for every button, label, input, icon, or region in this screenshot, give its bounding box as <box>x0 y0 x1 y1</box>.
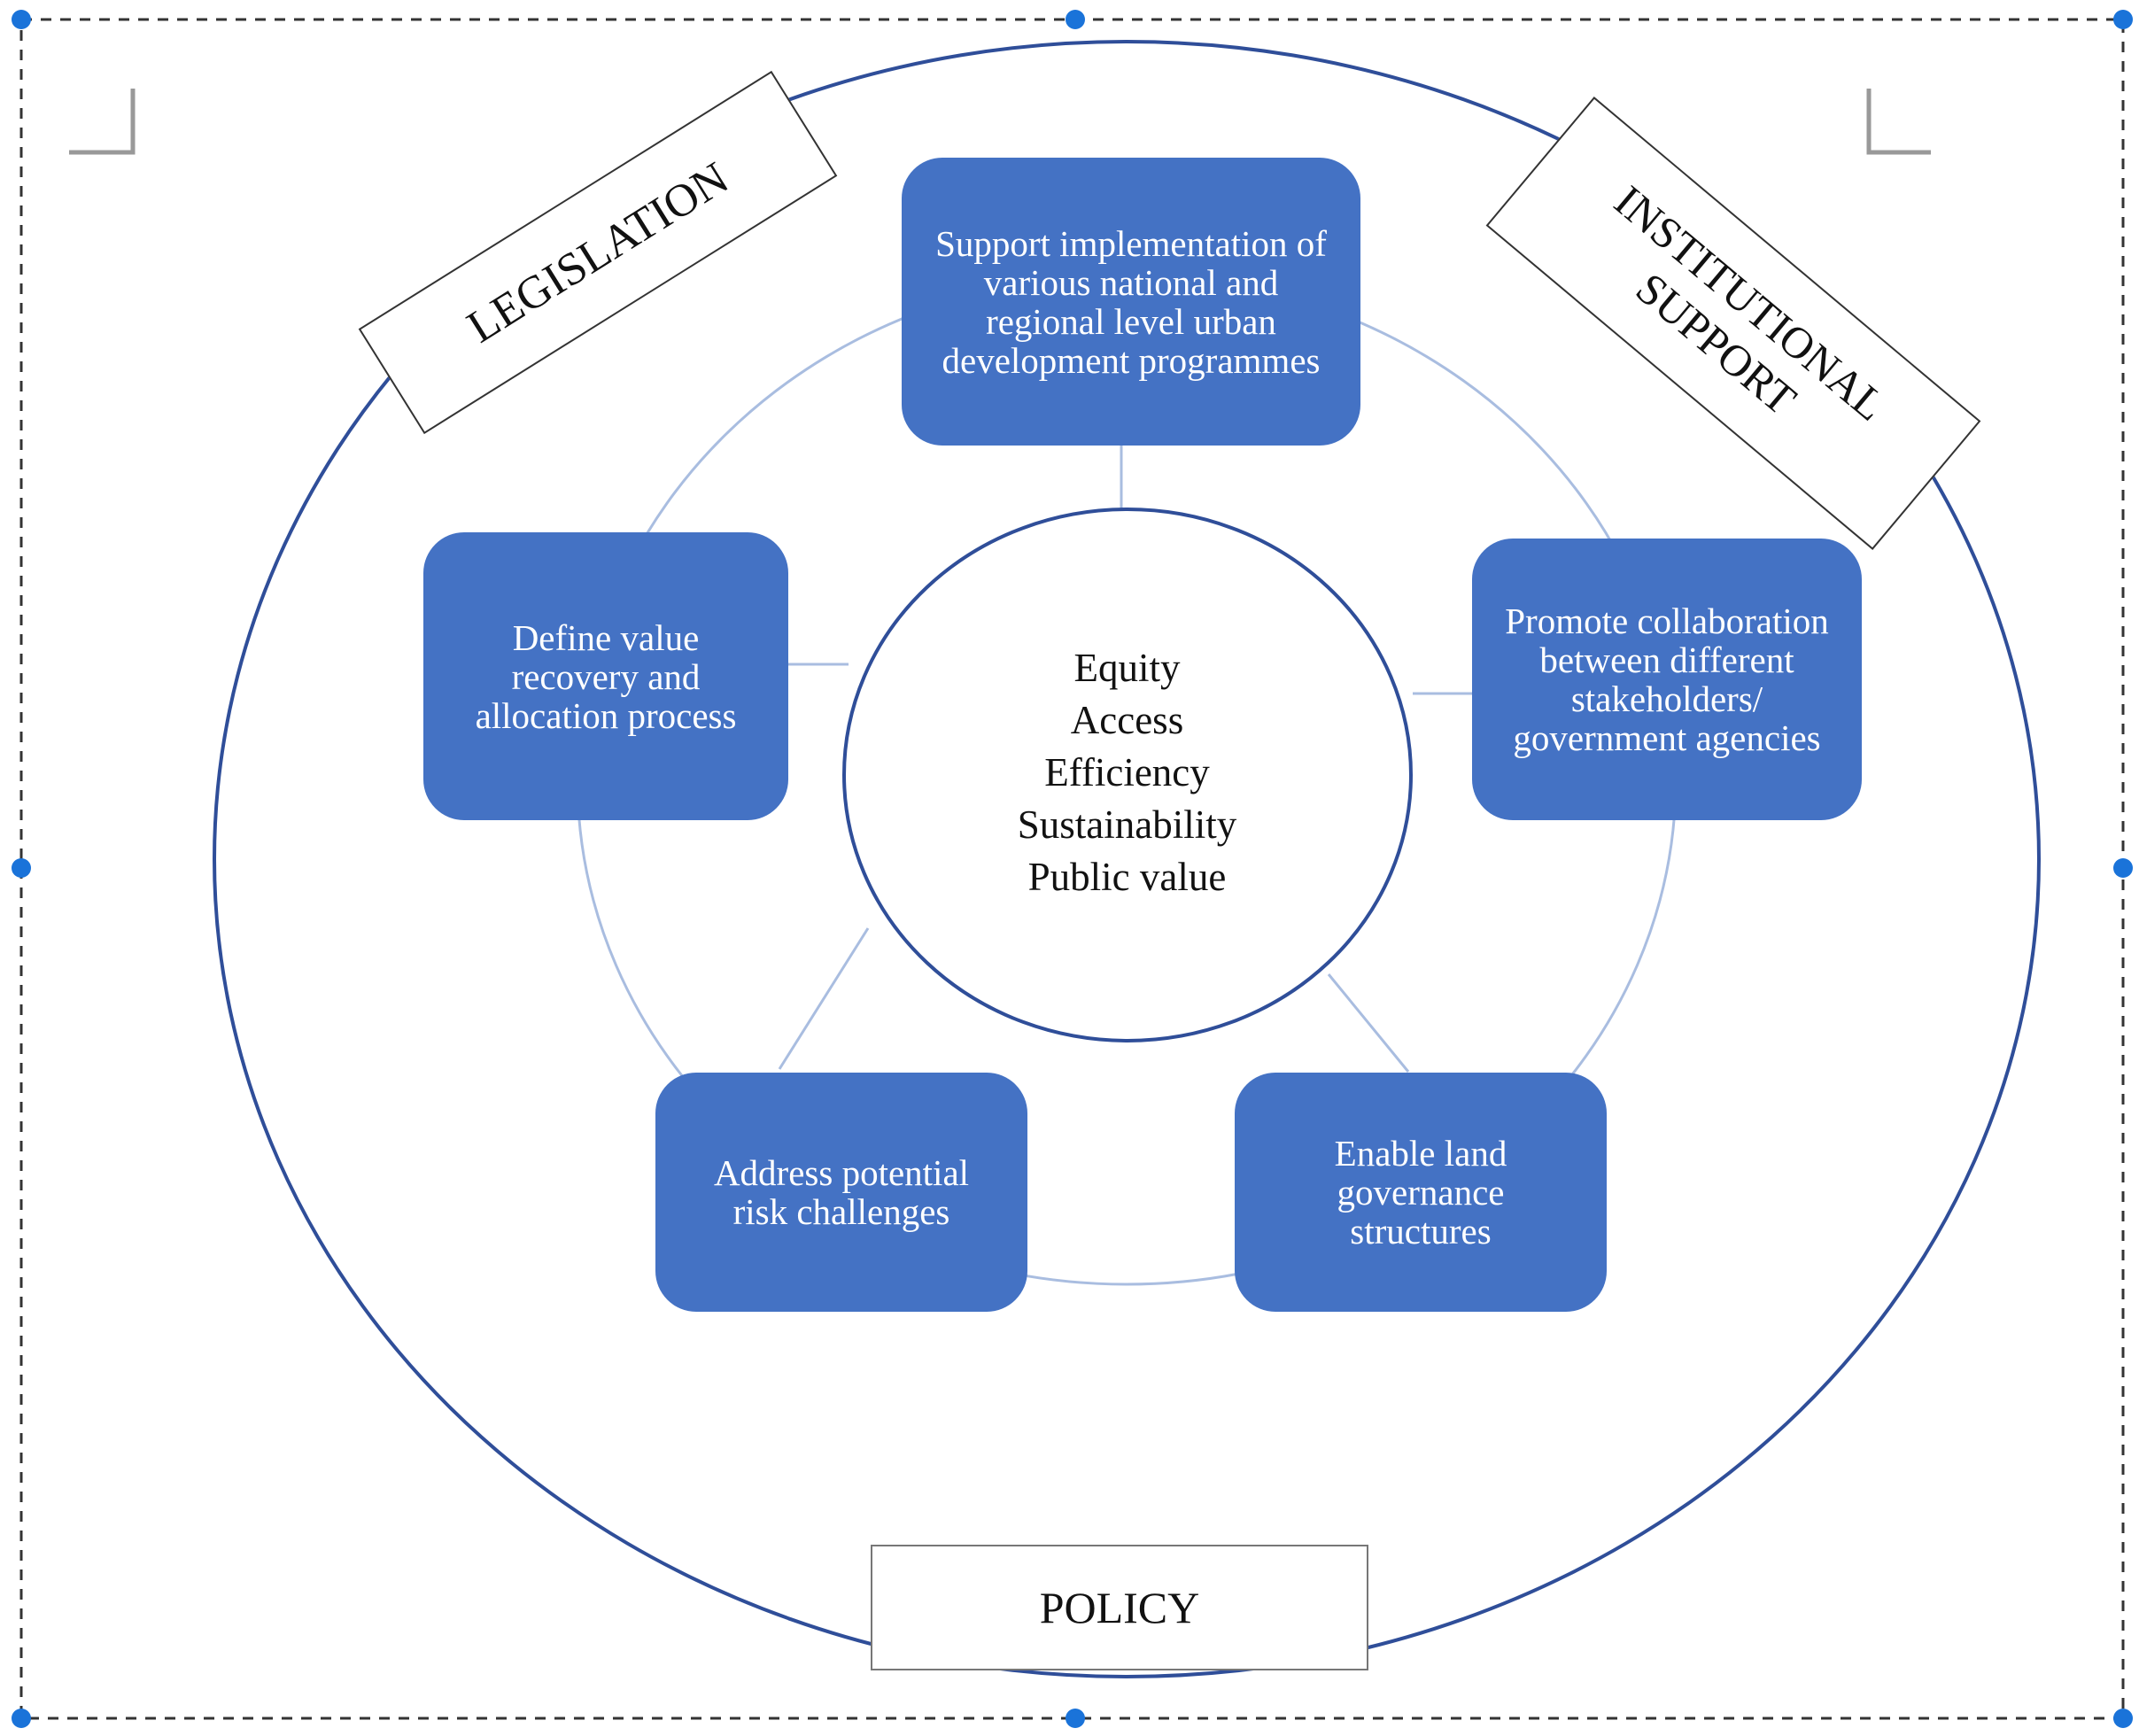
box-left[interactable]: Define value recovery and allocation pro… <box>423 532 788 820</box>
box-bottom-right-shape <box>1235 1073 1607 1312</box>
box-right-shape <box>1472 539 1862 820</box>
policy-text: POLICY <box>1039 1583 1200 1632</box>
circle-handle-icon[interactable] <box>2113 858 2133 878</box>
circle-handle-icon[interactable] <box>2113 10 2133 29</box>
circle-handle-icon[interactable] <box>12 858 31 878</box>
box-bottom-left[interactable]: Address potential risk challenges <box>655 1073 1027 1312</box>
box-bottom-left-text: Address potential risk challenges <box>713 1152 970 1232</box>
center-value-public-value: Public value <box>1027 855 1227 899</box>
circle-handle-icon[interactable] <box>2113 1709 2133 1728</box>
box-top-shape <box>902 158 1360 446</box>
box-bottom-left-shape <box>655 1073 1027 1312</box>
crop-corner-icon <box>1866 89 1931 155</box>
circle-handle-icon[interactable] <box>12 10 31 29</box>
box-bottom-right-text: Enable land governance structures <box>1334 1133 1507 1252</box>
circle-handle-icon[interactable] <box>1066 1709 1085 1728</box>
center-value-sustainability: Sustainability <box>1017 802 1237 847</box>
box-top-text: Support implementation of various nation… <box>935 222 1327 381</box>
center-values: Equity Access Efficiency Sustainability … <box>895 642 1360 903</box>
crop-corner-icon <box>69 89 136 155</box>
circle-handle-icon[interactable] <box>12 1709 31 1728</box>
center-value-efficiency: Efficiency <box>1044 750 1210 794</box>
box-top[interactable]: Support implementation of various nation… <box>902 158 1360 446</box>
box-left-shape <box>423 532 788 820</box>
box-left-text: Define value recovery and allocation pro… <box>475 616 737 736</box>
policy-label[interactable]: POLICY <box>871 1545 1368 1670</box>
outer-ring <box>213 40 2041 1678</box>
connector-spoke <box>1327 973 1410 1073</box>
circle-handle-icon[interactable] <box>1066 10 1085 29</box>
connector-spoke <box>778 927 870 1070</box>
center-value-equity: Equity <box>1073 646 1181 690</box>
center-circle <box>842 508 1413 1042</box>
box-bottom-right[interactable]: Enable land governance structures <box>1235 1073 1607 1312</box>
box-right-text: Promote collaboration between different … <box>1505 601 1829 758</box>
center-value-access: Access <box>1070 698 1184 742</box>
box-right[interactable]: Promote collaboration between different … <box>1472 539 1862 820</box>
